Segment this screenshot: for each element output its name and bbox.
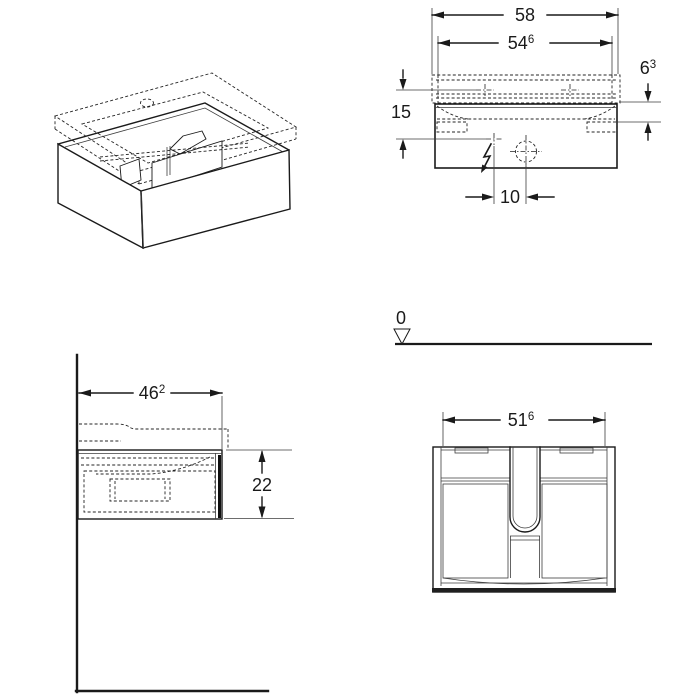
drawer-outline xyxy=(83,470,216,513)
dim-label: 15 xyxy=(391,102,411,122)
dim-label: 58 xyxy=(515,5,535,25)
rear-panel-right xyxy=(541,483,608,579)
dim-overall-width: 58 xyxy=(431,5,619,25)
drawer-inner-outline xyxy=(109,478,171,502)
dim-outlet-drop: 15 xyxy=(391,69,486,159)
dim-depth: 462 xyxy=(78,383,223,449)
dim-rim-height: 63 xyxy=(613,58,661,141)
tap-hole-icon xyxy=(140,98,154,108)
datum-triangle-icon xyxy=(393,328,411,346)
mounting-point-crosshair-icon xyxy=(561,84,579,96)
isometric-view xyxy=(53,72,298,250)
mounting-bracket-hatch xyxy=(586,121,618,133)
dim-rear-inner-width: 516 xyxy=(442,410,606,430)
datum-line: 0 xyxy=(393,308,652,346)
rear-view: 516 xyxy=(432,410,616,593)
drain-hole-icon xyxy=(510,135,542,167)
rear-rail-notch xyxy=(454,447,489,454)
side-view: 462 22 xyxy=(74,353,294,694)
dim-label: 63 xyxy=(640,58,656,78)
drain-cutout xyxy=(509,446,541,533)
cabinet-side-outline xyxy=(77,449,223,520)
dim-drain-offset: 10 xyxy=(465,146,555,207)
dim-label: 462 xyxy=(139,383,165,403)
dim-label: 10 xyxy=(500,187,520,207)
dim-label: 22 xyxy=(252,475,272,495)
dim-label: 546 xyxy=(508,33,534,53)
washbasin-profile xyxy=(431,74,621,104)
dim-inner-width: 546 xyxy=(437,33,613,53)
plinth-strip xyxy=(432,588,616,593)
cabinet-body xyxy=(57,102,291,250)
dim-label: 516 xyxy=(508,410,534,430)
dim-height: 22 xyxy=(224,449,294,519)
datum-label: 0 xyxy=(396,308,406,328)
rear-panel-left xyxy=(442,483,509,579)
mounting-bracket-hatch xyxy=(436,121,468,133)
drain-channel-panel xyxy=(151,140,223,191)
electrical-connection-icon xyxy=(481,133,502,173)
cabinet-rear-outline xyxy=(432,446,616,593)
front-view: 58 546 xyxy=(391,5,661,207)
rear-rail-notch xyxy=(559,447,594,454)
mounting-point-crosshair-icon xyxy=(476,84,494,96)
washbasin-side-profile xyxy=(79,423,229,449)
drain-cutout-piece xyxy=(169,130,207,155)
